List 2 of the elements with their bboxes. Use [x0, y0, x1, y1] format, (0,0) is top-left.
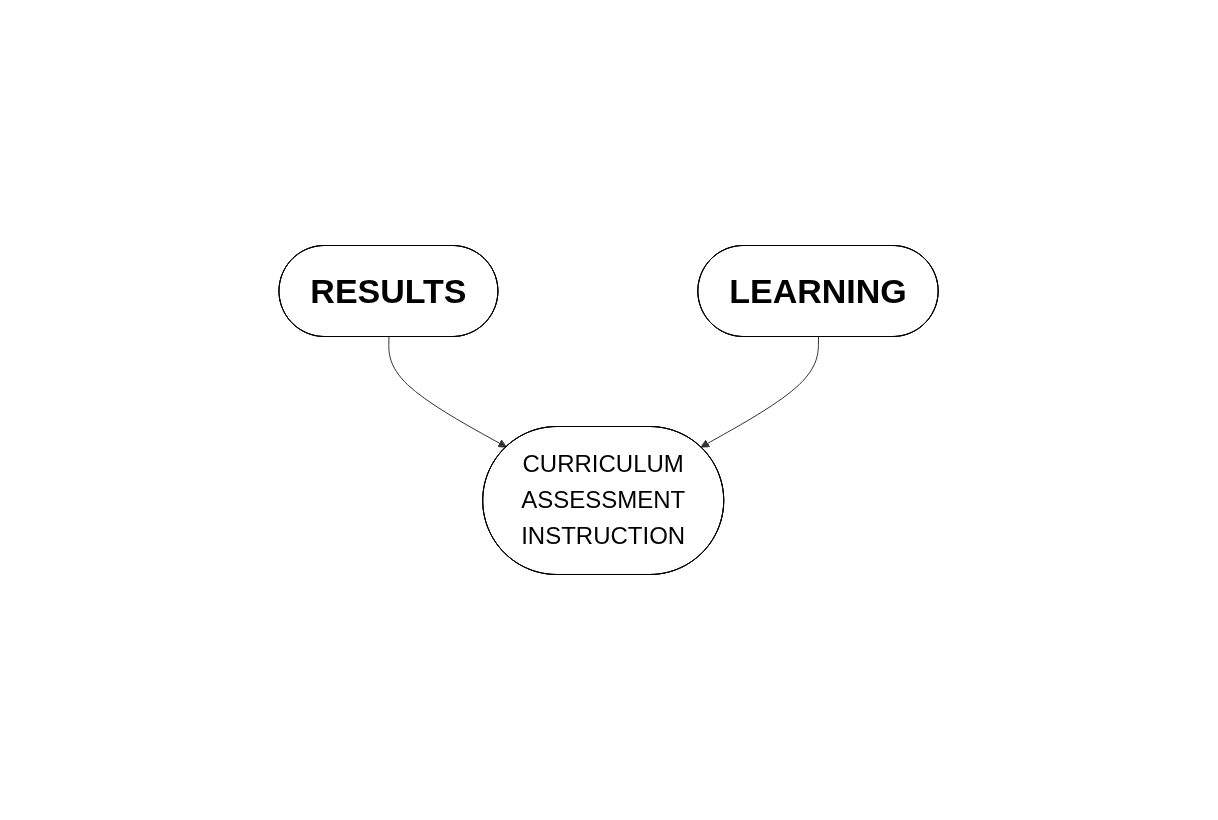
- arrow: [700, 336, 820, 448]
- arrow: [388, 336, 508, 448]
